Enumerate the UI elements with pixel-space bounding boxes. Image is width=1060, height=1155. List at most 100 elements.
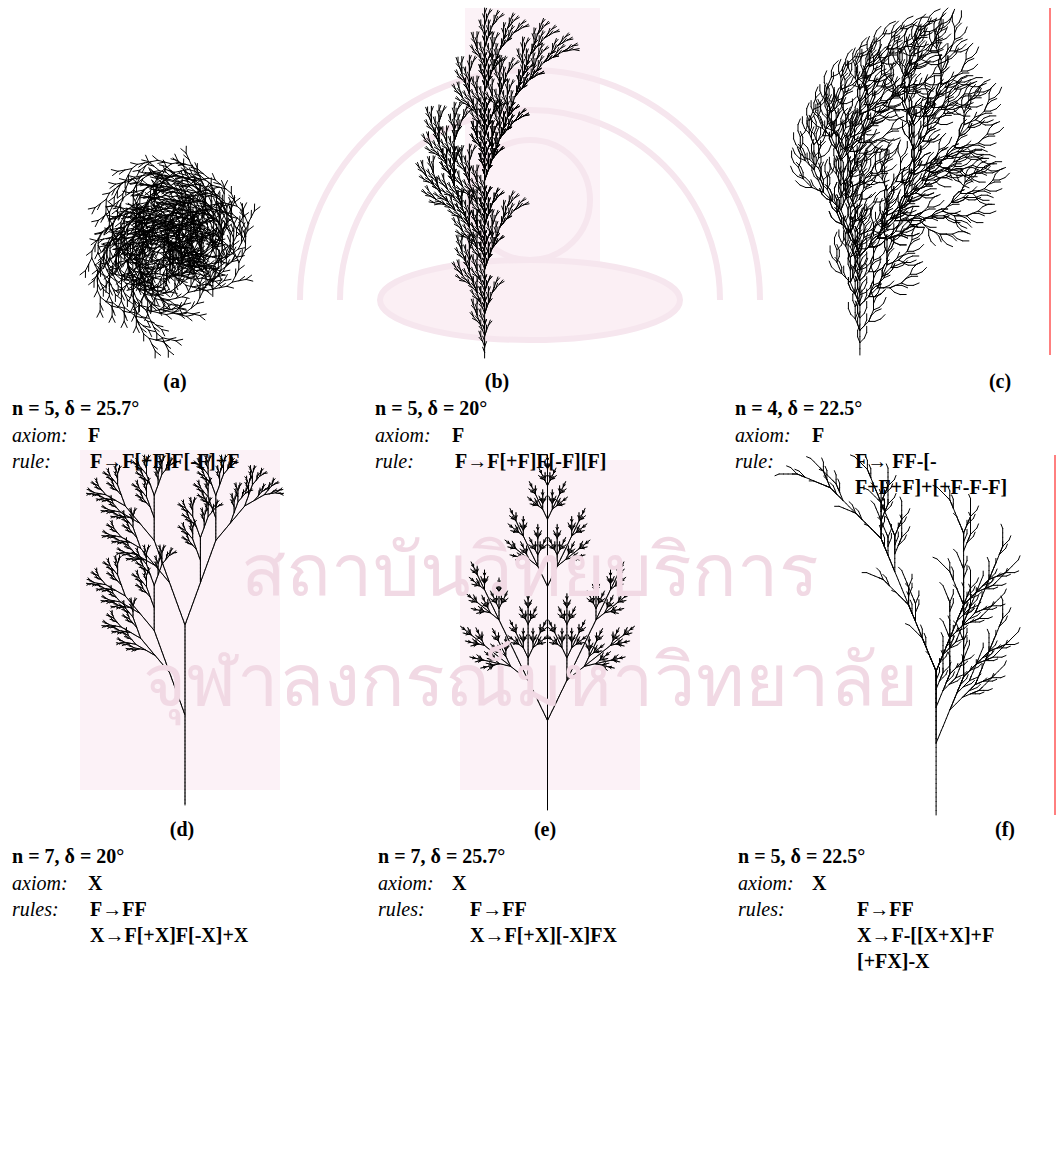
text-part: δ (65, 845, 75, 867)
axiom-key: axiom: (12, 422, 68, 448)
text-part: X→F[+X][-X]FX (470, 924, 617, 946)
text-part: axiom: (12, 424, 68, 446)
text-part: 4, (768, 397, 783, 419)
axiom-key: axiom: (738, 870, 794, 896)
text-part: = (446, 845, 457, 867)
text-part: 7, (411, 845, 426, 867)
watermark-text: จุฬาลงกรณ์มหาวิทยาลัย (143, 635, 918, 725)
text-part: = (394, 845, 405, 867)
text-part: = (754, 845, 765, 867)
axiom-key: axiom: (378, 870, 434, 896)
text-part: 5, (45, 397, 60, 419)
red-rule-line (1055, 455, 1056, 815)
text-part: δ (428, 397, 438, 419)
production-rule: F→FF (90, 896, 147, 922)
text-part: rule: (735, 450, 774, 472)
production-rule: F→F[+F]F[-F][F] (455, 448, 606, 474)
rule-key: rule: (12, 448, 51, 474)
rule-key: rules: (12, 896, 59, 922)
text-part: rules: (12, 898, 59, 920)
rule-key: rules: (738, 896, 785, 922)
plant-group (80, 8, 1020, 815)
watermark-text: สถาบันวิทยบริการ (241, 525, 819, 615)
production-rule: F→FF (857, 896, 1057, 922)
text-part: F+F+F]+[+F-F-F] (855, 476, 1007, 498)
panel-letter: (c) (989, 368, 1011, 394)
text-part: F (452, 424, 464, 446)
production-rule: X→F[+X]F[-X]+X (90, 922, 248, 948)
axiom-key: axiom: (12, 870, 68, 896)
text-part: n (12, 845, 23, 867)
axiom-value: F (452, 422, 464, 448)
panel-letter: (d) (170, 816, 194, 842)
text-part: 5, (408, 397, 423, 419)
rule-key: rule: (375, 448, 414, 474)
production-rule: X→F-[[X+X]+F [+FX]-X (857, 922, 1057, 974)
text-part: [+FX]-X (857, 950, 929, 972)
text-part: F (812, 424, 824, 446)
text-part: axiom: (12, 872, 68, 894)
text-part: X→F[+X]F[-X]+X (90, 924, 248, 946)
text-part: = (80, 845, 91, 867)
plant-drawing (80, 146, 260, 358)
text-part: (c) (989, 370, 1011, 392)
plant-drawing (791, 8, 1010, 355)
text-part: F→ (855, 450, 887, 472)
text-part: 25.7° (462, 845, 505, 867)
red-rule-line (1050, 8, 1051, 355)
axiom-value: X (88, 870, 102, 896)
text-part: δ (791, 845, 801, 867)
text-part: (b) (485, 370, 509, 392)
panel-letter: (e) (534, 816, 556, 842)
text-part: X (88, 872, 102, 894)
text-part: 22.5° (822, 845, 865, 867)
text-part: n (12, 397, 23, 419)
text-part: δ (65, 397, 75, 419)
production-rule: X→F[+X][-X]FX (470, 922, 617, 948)
axiom-key: axiom: (735, 422, 791, 448)
text-part: rule: (375, 450, 414, 472)
text-part: = (391, 397, 402, 419)
text-part: 5, (771, 845, 786, 867)
text-part: 20° (96, 845, 124, 867)
text-part: FF-[- (892, 450, 936, 472)
text-part: สถาบันวิทยบริการ (241, 527, 819, 613)
watermark-panel (460, 460, 640, 790)
text-part: (e) (534, 818, 556, 840)
text-part: rules: (738, 898, 785, 920)
text-part: = (80, 397, 91, 419)
text-part: = (28, 397, 39, 419)
axiom-value: F (812, 422, 824, 448)
text-part: 20° (459, 397, 487, 419)
watermark-base (380, 260, 680, 340)
text-part: = (751, 397, 762, 419)
text-part: (d) (170, 818, 194, 840)
parameter-line: n = 4, δ = 22.5° (735, 395, 862, 421)
parameter-line: n = 7, δ = 25.7° (378, 843, 505, 869)
text-part: = (806, 845, 817, 867)
text-part: (a) (163, 370, 186, 392)
text-part: = (443, 397, 454, 419)
text-part: (f) (995, 818, 1015, 840)
text-part: n (375, 397, 386, 419)
plant-drawing (775, 455, 1020, 815)
text-part: rules: (378, 898, 425, 920)
text-part: จุฬาลงกรณ์มหาวิทยาลัย (143, 637, 918, 723)
text-part: δ (431, 845, 441, 867)
production-rule: F→FF (470, 896, 527, 922)
panel-letter: (a) (163, 368, 186, 394)
panel-letter: (b) (485, 368, 509, 394)
text-part: axiom: (738, 872, 794, 894)
panel-letter: (f) (995, 816, 1015, 842)
plant-drawing (460, 455, 634, 810)
text-part: F→FF (90, 898, 147, 920)
text-part: axiom: (735, 424, 791, 446)
text-part: F→F[+F]F[-F][F] (455, 450, 606, 472)
text-part: 22.5° (819, 397, 862, 419)
text-part: X→F-[[X+X]+F (857, 924, 993, 946)
parameter-line: n = 5, δ = 22.5° (738, 843, 865, 869)
rule-key: rule: (735, 448, 774, 474)
text-part: 25.7° (96, 397, 139, 419)
parameter-line: n = 5, δ = 25.7° (12, 395, 139, 421)
